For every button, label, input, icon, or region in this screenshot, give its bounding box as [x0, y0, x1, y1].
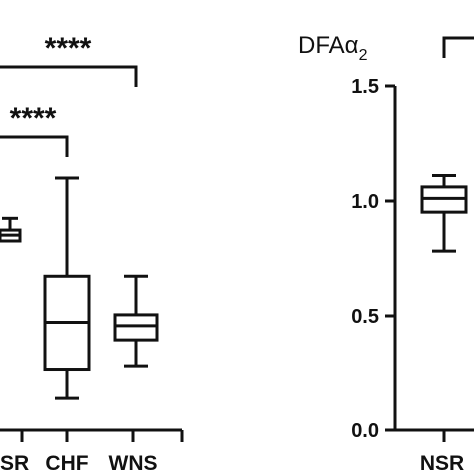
right-panel: DFAα2 NSR 1.5 1.0 0.5 0.0 — [298, 32, 474, 474]
right-y-tick-label-1.5: 1.5 — [351, 76, 379, 98]
left-tick-label-wns: WNS — [109, 452, 158, 474]
sig-label-nsr-chf: **** — [10, 102, 57, 135]
right-y-tick-label-1.0: 1.0 — [351, 191, 379, 213]
right-y-tick-label-0.0: 0.0 — [351, 420, 379, 442]
left-tick-label-chf: CHF — [45, 452, 88, 474]
box-left-wns-iqr — [113, 313, 159, 342]
right-y-axis-label: DFAα2 — [298, 32, 368, 64]
left-tick-label-nsr: SR — [0, 452, 29, 474]
sig-bracket-nsr-chf — [0, 135, 69, 157]
sig-label-nsr-wns: **** — [45, 32, 92, 65]
left-boxes — [0, 176, 159, 400]
left-panel: SR CHF WNS **** **** — [0, 32, 184, 474]
right-tick-label-nsr: NSR — [420, 452, 464, 474]
right-sig-bracket — [442, 36, 474, 58]
right-boxes — [420, 173, 468, 253]
sig-bracket-nsr-wns — [0, 65, 138, 87]
right-y-tick-label-0.5: 0.5 — [351, 306, 379, 328]
